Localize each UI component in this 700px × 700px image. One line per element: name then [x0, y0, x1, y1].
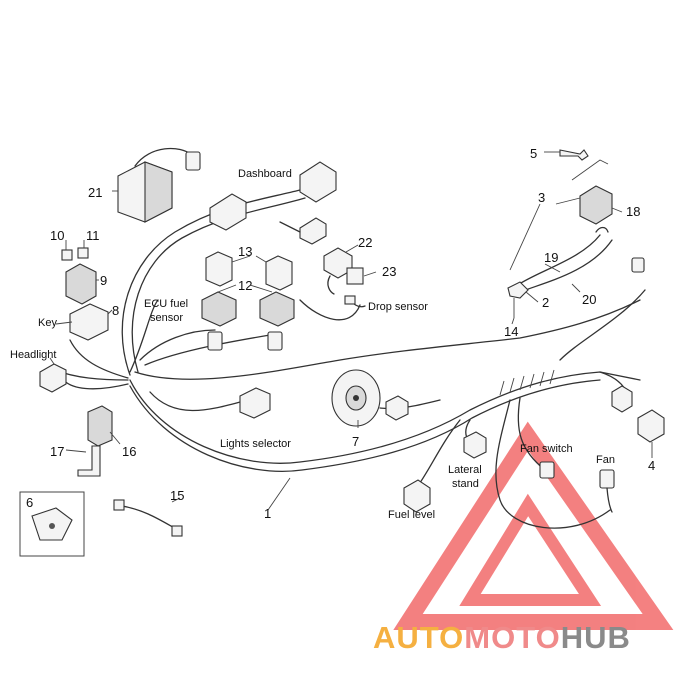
- relay-9: [65, 263, 97, 305]
- ecu-unit-21: [117, 147, 201, 223]
- hoses-19-20: [515, 226, 613, 293]
- callout-19: 19: [544, 250, 558, 265]
- clip-6: [19, 491, 85, 557]
- callout-23: 23: [382, 264, 396, 279]
- relay-13: [205, 251, 293, 291]
- connector-upper-right: [631, 257, 645, 273]
- callout-10: 10: [50, 228, 64, 243]
- screw-5: [559, 149, 589, 161]
- label-dashboard: Dashboard: [238, 168, 292, 180]
- label-drop-sensor: Drop sensor: [368, 301, 428, 313]
- label-headlight: Headlight: [10, 349, 56, 361]
- callout-1: 1: [264, 506, 271, 521]
- label-lights-selector: Lights selector: [220, 438, 291, 450]
- label-lateral-line2: stand: [452, 478, 479, 490]
- callout-12: 12: [238, 278, 252, 293]
- callout-16: 16: [122, 444, 136, 459]
- connectors-right: [385, 385, 665, 443]
- connector-8: [69, 303, 109, 341]
- label-ecu-line2: sensor: [150, 312, 183, 324]
- label-lateral-line1: Lateral: [448, 464, 482, 476]
- callout-8: 8: [112, 303, 119, 318]
- callout-18: 18: [626, 204, 640, 219]
- watermark-moto: MOTO: [464, 620, 560, 655]
- relay-plugs: [207, 331, 283, 351]
- svg-text:AUTOMOTOHUB: AUTOMOTOHUB: [373, 620, 631, 655]
- callout-13: 13: [238, 244, 252, 259]
- label-ecu-line1: ECU fuel: [144, 298, 188, 310]
- callout-17: 17: [50, 444, 64, 459]
- horn-7: [331, 369, 381, 427]
- sensor-2-14: [507, 281, 529, 318]
- bracket-16-17: [77, 405, 113, 477]
- leader-lines: [49, 151, 653, 511]
- label-fan: Fan: [596, 454, 615, 466]
- callout-numbers: 21 10 11 9 8 13 12 22 23 7 17 16 6 15 1 …: [26, 146, 655, 521]
- lateral-stand-connector: [463, 431, 487, 459]
- callout-6: 6: [26, 495, 33, 510]
- label-fuel-level: Fuel level: [388, 509, 435, 521]
- drop-sensor-23: [344, 267, 366, 308]
- callout-3: 3: [538, 190, 545, 205]
- callout-9: 9: [100, 273, 107, 288]
- fuse-10-11: [61, 247, 89, 261]
- callout-5: 5: [530, 146, 537, 161]
- watermark-hub: HUB: [561, 620, 631, 655]
- fan-connector: [599, 469, 615, 513]
- lights-selector-connector: [239, 387, 271, 419]
- watermark-auto: AUTO: [373, 620, 464, 655]
- headlight-connector: [39, 363, 67, 393]
- cable-15: [113, 499, 183, 537]
- watermark-triangle-inner: [459, 493, 602, 606]
- callout-7: 7: [352, 434, 359, 449]
- module-18: [571, 159, 613, 225]
- watermark-triangle-outer: [393, 421, 674, 630]
- fuel-level-connector: [403, 479, 431, 513]
- callout-11: 11: [86, 228, 100, 243]
- callout-4: 4: [648, 458, 655, 473]
- callout-21: 21: [88, 185, 102, 200]
- label-fan-switch: Fan switch: [520, 443, 573, 455]
- relay-12: [201, 291, 295, 327]
- watermark-text: AUTOMOTOHUB: [373, 620, 631, 655]
- label-key: Key: [38, 317, 57, 329]
- callout-2: 2: [542, 295, 549, 310]
- callout-22: 22: [358, 235, 372, 250]
- callout-15: 15: [170, 488, 184, 503]
- main-harness: [54, 189, 646, 529]
- callout-14: 14: [504, 324, 518, 339]
- fan-switch-connector: [539, 461, 555, 479]
- watermark-logo: [393, 421, 674, 630]
- text-labels: Dashboard ECU fuel sensor Key Headlight …: [10, 168, 615, 521]
- callout-20: 20: [582, 292, 596, 307]
- dashboard-connector: [209, 161, 337, 245]
